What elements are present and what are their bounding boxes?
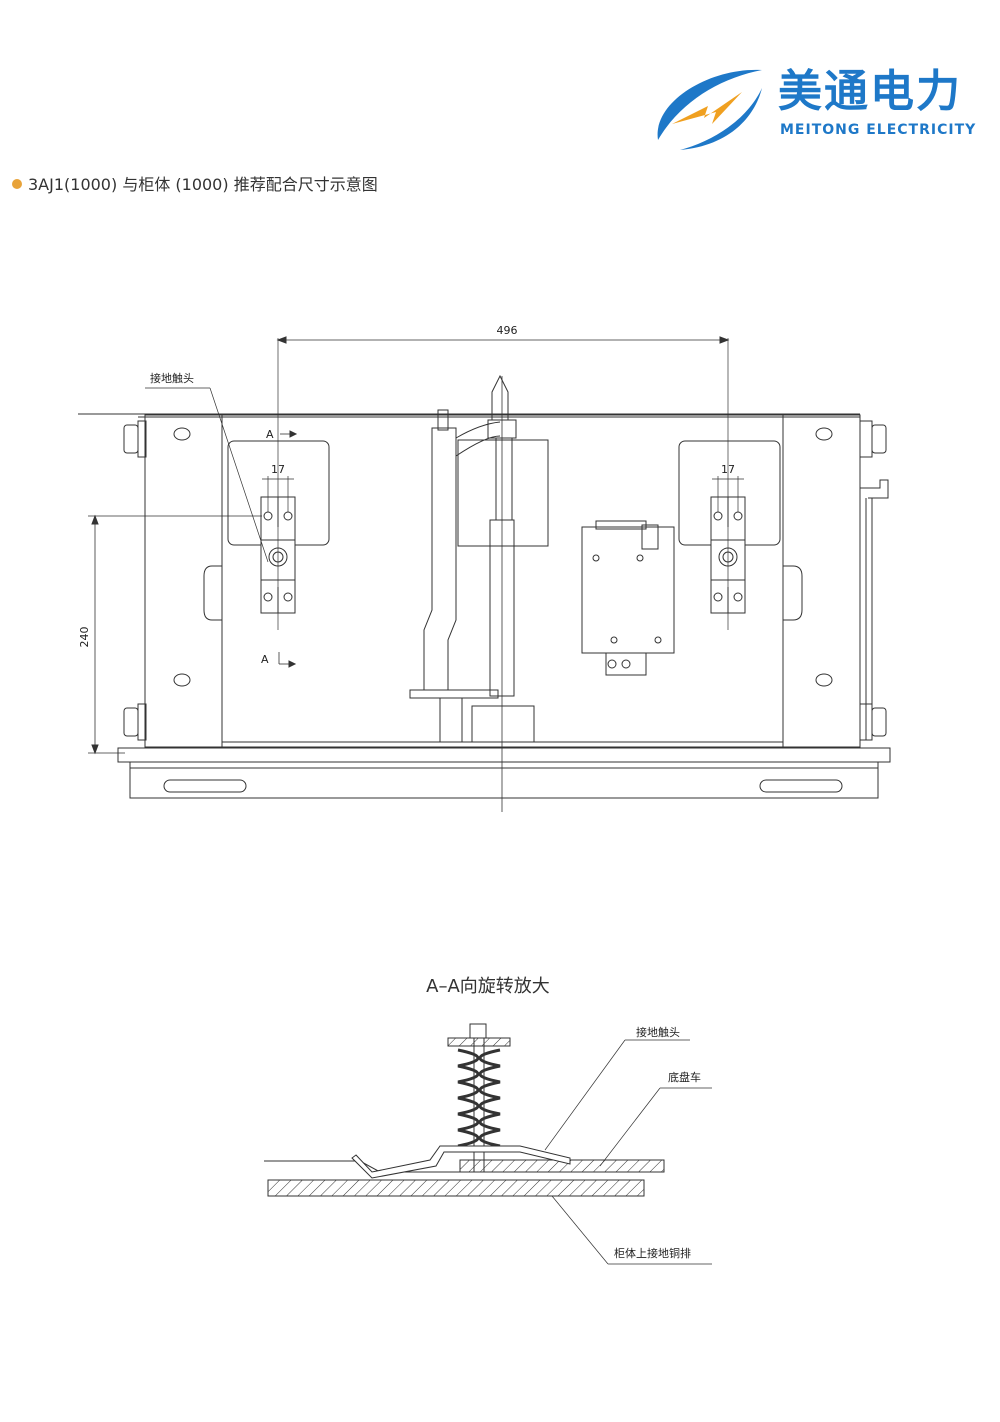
section-view-drawing: A–A向旋转放大 接地触头 底盘车 柜体上接地铜排 <box>264 976 712 1265</box>
page-title-text: 3AJ1(1000) 与柜体 (1000) 推荐配合尺寸示意图 <box>28 175 378 194</box>
front-label-ground-contact: 接地触头 <box>150 371 194 385</box>
page-title: 3AJ1(1000) 与柜体 (1000) 推荐配合尺寸示意图 <box>12 171 378 195</box>
dim-left-slot: 17 <box>271 463 285 476</box>
brand-name-cn: 美通电力 <box>778 66 962 117</box>
section-label-chassis: 底盘车 <box>668 1070 701 1084</box>
front-view-drawing: 496 17 17 240 A A 接地触头 <box>78 324 891 812</box>
dim-right-slot: 17 <box>721 463 735 476</box>
lightning-swoosh-icon <box>657 69 762 150</box>
brand-name-en: MEITONG ELECTRICITY <box>780 122 977 138</box>
dim-overall-width: 496 <box>497 324 518 337</box>
section-marker-a-bottom: A <box>261 653 269 666</box>
brand-logo: 美通电力 MEITONG ELECTRICITY <box>650 62 985 157</box>
dim-height: 240 <box>78 627 91 648</box>
section-title: A–A向旋转放大 <box>426 976 550 997</box>
section-label-copper-bar: 柜体上接地铜排 <box>614 1246 691 1260</box>
section-label-ground-contact: 接地触头 <box>636 1025 680 1039</box>
bullet-icon <box>12 179 22 189</box>
section-marker-a-top: A <box>266 428 274 441</box>
